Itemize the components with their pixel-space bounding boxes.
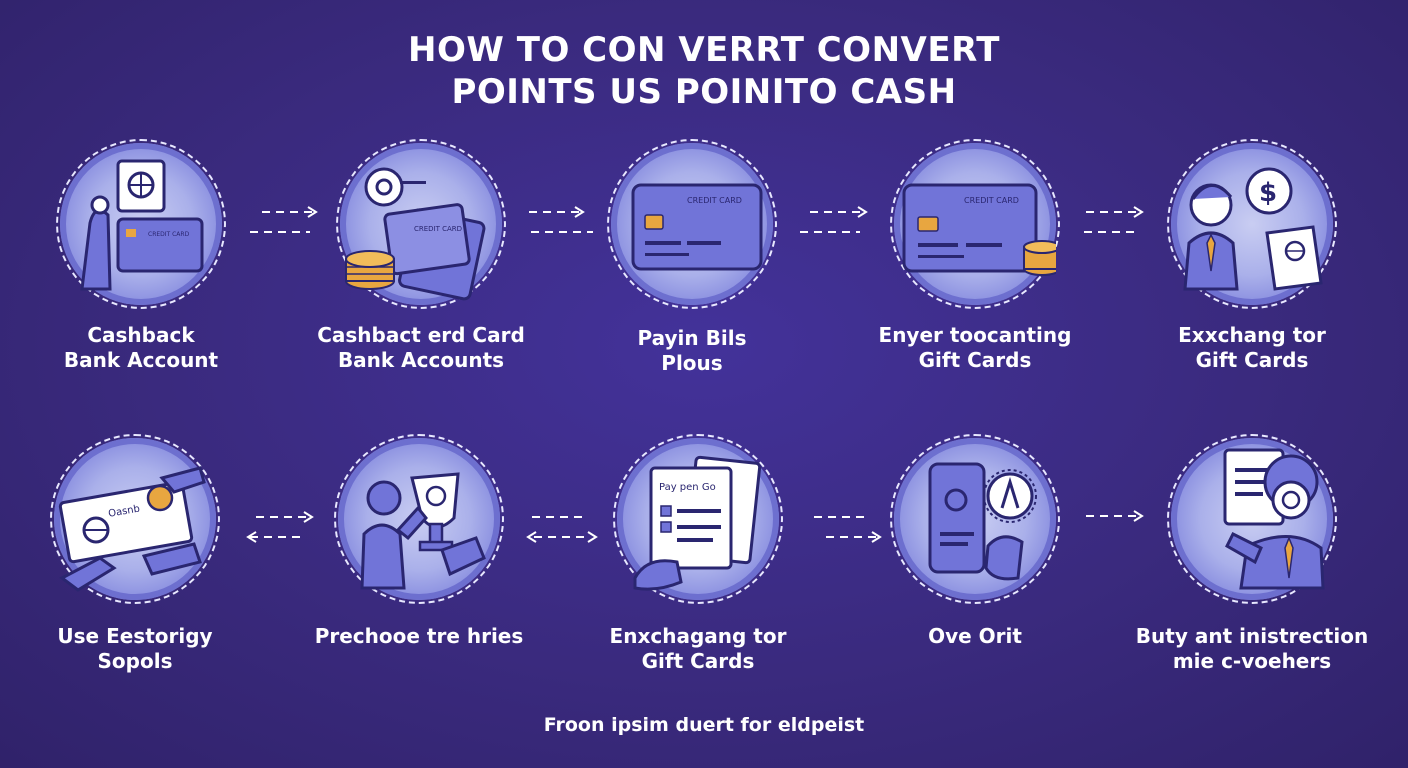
credit-card-icon: CREDIT CARD [631, 183, 763, 271]
step-label: Payin Bils Plous [637, 326, 747, 375]
arrow-right-icon [250, 206, 318, 233]
page-title-line-1: HOW TO CON VERRT CONVERT [408, 30, 1000, 70]
step-circle-ring [334, 434, 504, 604]
step-label: Enyer toocanting Gift Cards [878, 323, 1072, 372]
step-label: Ove Orit [928, 624, 1022, 648]
svg-text:CREDIT CARD: CREDIT CARD [964, 196, 1019, 205]
footer-caption: Froon ipsim duert for eldpeist [543, 714, 865, 736]
step-1: CREDIT CARD Cashback Bank Account [21, 139, 261, 372]
step-circle-ring [336, 139, 506, 309]
step-label: Cashbact erd Card Bank Accounts [317, 323, 525, 372]
page-title-line-2: POINTS US POINITO CASH [451, 72, 957, 112]
step-9: Ove Orit [855, 434, 1095, 648]
svg-text:CREDIT CARD: CREDIT CARD [148, 231, 190, 238]
arrow-right-icon [814, 516, 882, 543]
credit-card-coins-icon: CREDIT CARD [902, 183, 1056, 276]
step-circle-ring [607, 139, 777, 309]
phone-badge-icon [928, 462, 1037, 581]
step-circle-ring [890, 434, 1060, 604]
businessman-dollar-icon: $ [1183, 167, 1323, 291]
step-7: Prechooe tre hries [299, 434, 539, 648]
step-2: CREDIT CARD Cashbact erd Card Bank Accou… [301, 139, 541, 372]
step-circle-ring [56, 139, 226, 309]
step-circle-ring [613, 434, 783, 604]
step-circle-ring [1167, 139, 1337, 309]
arrow-bidirectional-icon [246, 511, 314, 543]
step-4: CREDIT CARD Enyer toocanting Gift Cards [855, 139, 1095, 372]
step-label: Use Eestorigy Sopols [57, 624, 213, 673]
document-checklist-icon: Pay pen Go [633, 455, 762, 591]
step-label: Buty ant inistrection mie c-voehers [1135, 624, 1369, 673]
arrow-right-icon [529, 206, 593, 233]
step-8: Pay pen Go Enxchagang tor Gift Cards [578, 434, 818, 673]
svg-text:Oasnb: Oasnb [107, 503, 140, 519]
check-handshake-icon: Oasnb [58, 466, 206, 592]
step-circle-ring [1167, 434, 1337, 604]
step-label: Prechooe tre hries [314, 624, 524, 648]
svg-text:$: $ [1259, 178, 1277, 208]
svg-text:CREDIT CARD: CREDIT CARD [687, 196, 742, 205]
step-6: Oasnb Use Eestorigy Sopols [15, 434, 255, 673]
step-circle-ring [890, 139, 1060, 309]
step-label: Exxchang tor Gift Cards [1178, 323, 1326, 372]
businessman-voucher-icon [1223, 448, 1325, 590]
step-3: CREDIT CARD Payin Bils Plous [572, 139, 812, 375]
svg-text:Pay pen Go: Pay pen Go [659, 482, 716, 493]
arrow-bidirectional-icon [526, 516, 598, 543]
passport-card-icon: CREDIT CARD [80, 159, 204, 291]
step-label: Enxchagang tor Gift Cards [609, 624, 787, 673]
arrow-right-icon [800, 206, 868, 233]
person-trophy-icon [360, 472, 486, 590]
step-5: $ Exxchang tor Gift Cards [1132, 139, 1372, 372]
step-circle-ring [50, 434, 220, 604]
arrow-right-icon [1084, 206, 1144, 233]
step-10: Buty ant inistrection mie c-voehers [1132, 434, 1372, 673]
coins-card-icon: CREDIT CARD [345, 167, 486, 301]
step-label: Cashback Bank Account [63, 323, 219, 372]
arrow-right-icon [1086, 510, 1144, 522]
svg-text:CREDIT CARD: CREDIT CARD [414, 225, 462, 233]
